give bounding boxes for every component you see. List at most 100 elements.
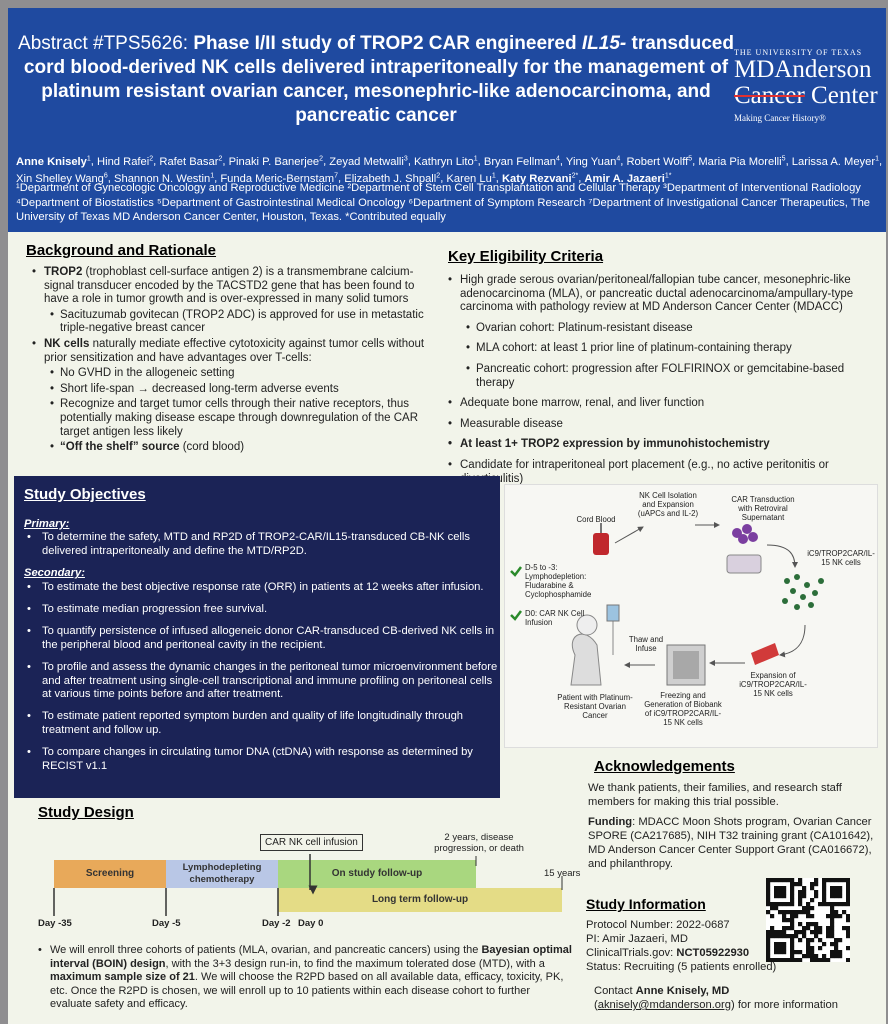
author-name: Shannon N. Westin1 (114, 172, 215, 185)
author-name: Kathryn Lito1 (414, 155, 478, 168)
author-name: Amir A. Jazaeri1* (584, 172, 672, 185)
label-patient: Patient with Platinum-Resistant Ovarian … (557, 693, 633, 720)
list-item: To compare changes in circulating tumor … (24, 746, 498, 773)
list-item: NK cells naturally mediate effective cyt… (26, 338, 436, 365)
author-name: Elizabeth J. Shpall2 (344, 172, 441, 185)
label-lymphodepletion: D-5 to -3: Lymphodepletion: Fludarabine … (525, 563, 592, 599)
list-item: Recognize and target tumor cells through… (26, 398, 436, 439)
eligibility-list: High grade serous ovarian/peritoneal/fal… (442, 274, 882, 488)
screening-bar: Screening (54, 860, 166, 888)
author-name: Larissa A. Meyer1 (791, 155, 880, 168)
list-item: “Off the shelf” source (cord blood) (26, 441, 436, 455)
design-title: Study Design (38, 804, 134, 821)
car-nk-cells-icon (782, 574, 824, 610)
checkmark-icon (510, 610, 522, 621)
author-list: Anne Knisely1, Hind Rafei2, Rafet Basar2… (16, 155, 883, 185)
years-15-label: 15 years (544, 868, 581, 879)
list-item: To estimate median progression free surv… (24, 603, 498, 617)
affiliations: ¹Department of Gynecologic Oncology and … (16, 182, 871, 223)
author-name: Karen Lu1 (446, 172, 496, 185)
list-item: To determine the safety, MTD and RP2D of… (24, 531, 498, 558)
author-name: Bryan Fellman4 (483, 155, 560, 168)
list-item: To estimate patient reported symptom bur… (24, 710, 498, 737)
list-item: MLA cohort: at least 1 prior line of pla… (442, 342, 882, 356)
workflow-graphics (510, 522, 824, 686)
label-ic9-cells: iC9/TROP2CAR/IL-15 NK cells (807, 549, 875, 567)
author-name: Funda Meric-Bernstam7 (220, 172, 339, 185)
contact-email-link[interactable]: aknisely@mdanderson.org (597, 999, 731, 1011)
title-part-2: transduced cord blood-derived NK cells d… (23, 33, 734, 126)
study-info-title: Study Information (586, 896, 706, 912)
background-section: Background and Rationale TROP2 (trophobl… (18, 234, 438, 474)
label-d0: D0: CAR NK Cell Infusion (525, 609, 585, 627)
qr-code-icon[interactable] (766, 878, 851, 963)
label-expansion: Expansion of iC9/TROP2CAR/IL-15 NK cells (739, 671, 807, 698)
secondary-label: Secondary: (24, 567, 85, 580)
author-name: Robert Wolff5 (626, 155, 693, 168)
clinicaltrials-id: ClinicalTrials.gov: NCT05922930 (586, 947, 750, 959)
lympho-bar: Lymphodepleting chemotherapy (166, 860, 278, 888)
objectives-body: Primary: To determine the safety, MTD an… (24, 516, 498, 782)
author-name: Ying Yuan4 (565, 155, 621, 168)
list-item: Pancreatic cohort: progression after FOL… (442, 363, 882, 390)
label-freezing: Freezing and Generation of Biobank of iC… (644, 691, 722, 727)
list-item: Sacituzumab govitecan (TROP2 ADC) is app… (26, 309, 436, 336)
list-item: Measurable disease (442, 418, 882, 432)
funding-text: Funding: MDACC Moon Shots program, Ovari… (588, 816, 874, 870)
patient-icon (570, 633, 602, 686)
day-label: Day -35 (38, 918, 72, 929)
author-name: Zeyad Metwalli3 (329, 155, 408, 168)
list-item: To quantify persistence of infused allog… (24, 625, 498, 652)
protocol-number: Protocol Number: 2022-0687 (586, 919, 730, 931)
study-design-section: Study Design CAR NK cell infusion 2 year… (20, 796, 580, 1022)
end-label: 2 years, disease progression, or death (434, 832, 524, 854)
ack-title: Acknowledgements (594, 758, 735, 775)
eligibility-section: Key Eligibility Criteria High grade sero… (438, 234, 884, 485)
flask-icon (751, 643, 779, 665)
label-cord-blood: Cord Blood (576, 515, 616, 524)
background-list: TROP2 (trophoblast cell-surface antigen … (26, 266, 436, 457)
list-item: High grade serous ovarian/peritoneal/fal… (442, 274, 882, 315)
acknowledgements-section: Acknowledgements We thank patients, thei… (588, 758, 878, 871)
objectives-title: Study Objectives (24, 486, 146, 503)
contact-info: Contact Anne Knisely, MD(aknisely@mdande… (594, 985, 838, 1011)
recruitment-status: Status: Recruiting (5 patients enrolled) (586, 961, 777, 973)
list-item: At least 1+ TROP2 expression by immunohi… (442, 438, 882, 452)
poster: Abstract #TPS5626: Phase I/II study of T… (8, 8, 886, 1024)
label-nk-isolation: NK Cell Isolation and Expansion (uAPCs a… (637, 491, 699, 518)
logo-tagline: Making Cancer History® (734, 113, 826, 123)
list-item: Short life-span → decreased long-term ad… (26, 383, 436, 397)
logo-cancer-center: Cancer Center (734, 82, 878, 109)
list-item: No GVHD in the allogeneic setting (26, 367, 436, 381)
longterm-bar: Long term follow-up (278, 888, 562, 912)
author-name: Xin Shelley Wang6 (16, 172, 108, 185)
ack-text: We thank patients, their families, and r… (588, 782, 842, 808)
md-anderson-logo: THE UNIVERSITY OF TEXAS MDAnderson Cance… (734, 48, 884, 123)
title-part-1: Phase I/II study of TROP2 CAR engineered (188, 33, 582, 54)
logo-university: THE UNIVERSITY OF TEXAS (734, 48, 863, 57)
study-information-section: Study Information Protocol Number: 2022-… (586, 896, 886, 974)
nk-cell-cluster-icon (732, 524, 758, 544)
author-name: Katy Rezvani2* (501, 172, 579, 185)
list-item: We will enroll three cohorts of patients… (32, 944, 572, 1012)
label-car-transduction: CAR Transduction with Retroviral Superna… (731, 495, 795, 522)
list-item: TROP2 (trophoblast cell-surface antigen … (26, 266, 436, 307)
author-name: Rafet Basar2 (159, 155, 223, 168)
primary-label: Primary: (24, 518, 70, 530)
day-label: Day -5 (152, 918, 181, 929)
header-banner: Abstract #TPS5626: Phase I/II study of T… (8, 8, 886, 232)
day-label: Day 0 (298, 918, 324, 929)
treatment-workflow-diagram: NK Cell Isolation and Expansion (uAPCs a… (504, 484, 878, 748)
eligibility-title: Key Eligibility Criteria (448, 248, 604, 265)
list-item: Adequate bone marrow, renal, and liver f… (442, 397, 882, 411)
objectives-section: Study Objectives Primary: To determine t… (14, 476, 500, 798)
arrow-icon (779, 624, 806, 658)
iv-bag-icon (606, 604, 620, 622)
arrow-icon (766, 544, 798, 568)
followup-bar: On study follow-up (278, 860, 476, 888)
list-item: To profile and assess the dynamic change… (24, 661, 498, 701)
study-info-rows: Protocol Number: 2022-0687 PI: Amir Jaza… (586, 918, 886, 974)
author-name: Pinaki P. Banerjee2 (228, 155, 324, 168)
background-title: Background and Rationale (26, 242, 217, 259)
timeline-axis (53, 854, 563, 916)
